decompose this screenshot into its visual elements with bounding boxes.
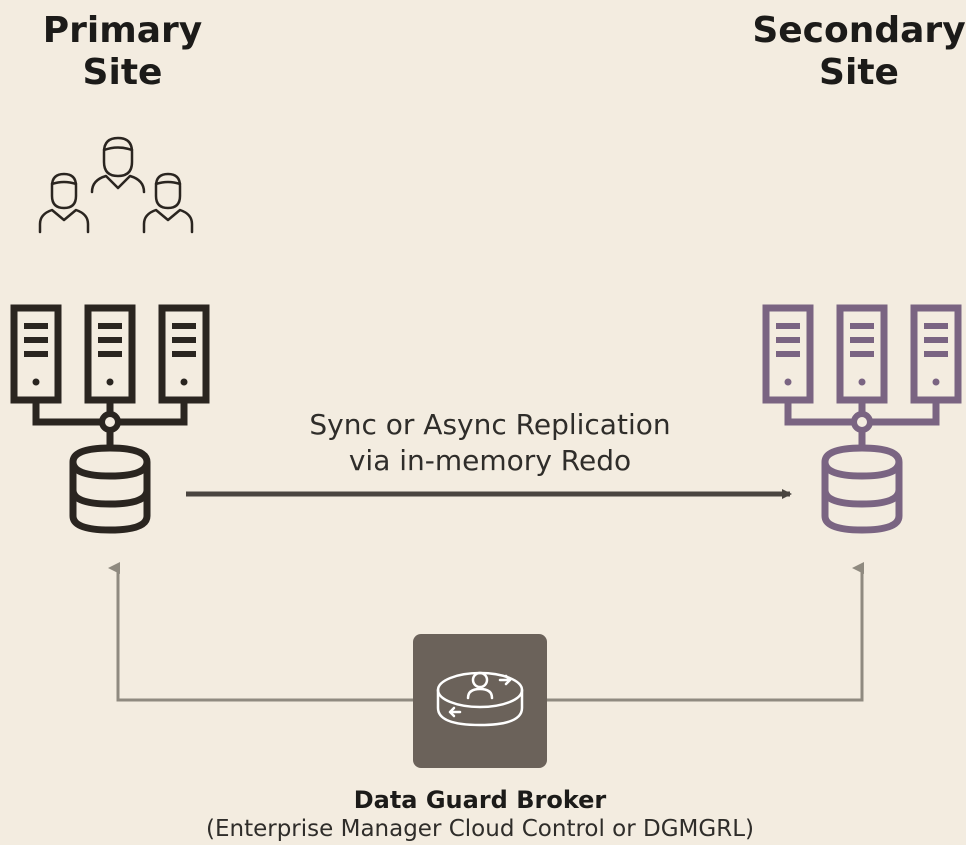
- secondary-site-title-line2: Site: [819, 52, 899, 93]
- server-icon: [836, 304, 888, 404]
- database-icon: [69, 444, 151, 534]
- replication-label-line1: Sync or Async Replication: [309, 408, 671, 441]
- users-icon: [38, 136, 194, 234]
- broker-title: Data Guard Broker: [353, 786, 607, 814]
- server-icon: [762, 304, 814, 404]
- broker-to-secondary-line: [547, 562, 864, 702]
- server-icon: [158, 304, 210, 404]
- primary-site-title-line2: Site: [82, 52, 163, 93]
- secondary-servers: [762, 304, 962, 446]
- server-icon: [910, 304, 962, 404]
- broker-to-primary-line: [108, 562, 413, 702]
- server-icon: [84, 304, 136, 404]
- secondary-site-title: Secondary Site: [752, 10, 966, 94]
- primary-servers: [10, 304, 210, 446]
- data-guard-broker-icon: [413, 634, 547, 768]
- primary-site-title-line1: Primary: [42, 10, 203, 51]
- replication-label-line2: via in-memory Redo: [348, 444, 632, 477]
- broker-subtitle: (Enterprise Manager Cloud Control or DGM…: [206, 816, 754, 842]
- replication-label: Sync or Async Replication via in-memory …: [270, 407, 710, 479]
- server-icon: [10, 304, 62, 404]
- database-icon: [821, 444, 903, 534]
- primary-site-title: Primary Site: [20, 10, 225, 94]
- secondary-site-title-line1: Secondary: [752, 10, 966, 51]
